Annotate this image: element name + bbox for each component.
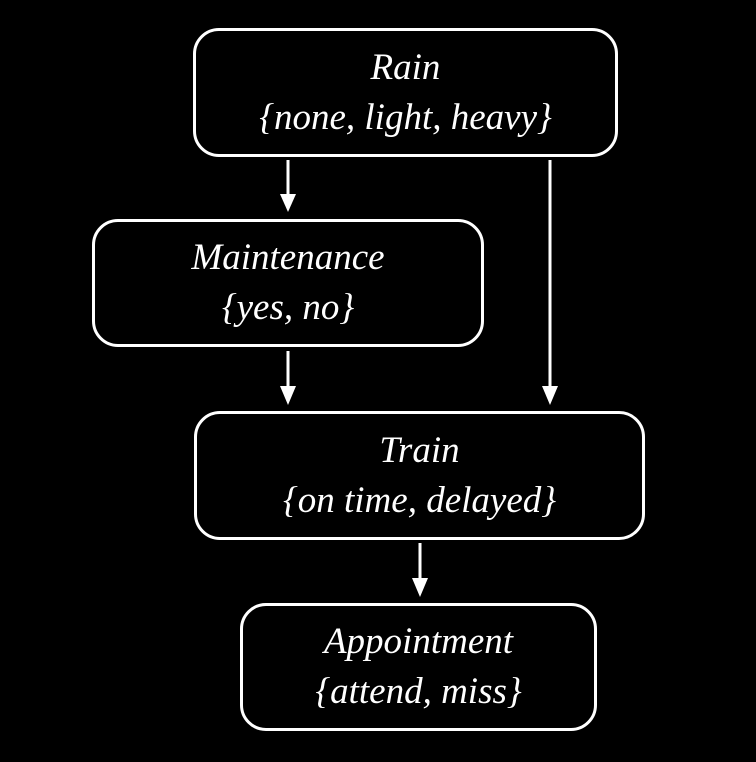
arrowhead-rain-to-maintenance (280, 194, 296, 212)
maintenance-node-name: Maintenance (191, 237, 385, 278)
train-node-name: Train (379, 429, 460, 471)
rain-node: Rain {none, light, heavy} (193, 28, 618, 157)
appointment-node: Appointment {attend, miss} (240, 603, 597, 731)
appointment-node-name: Appointment (323, 621, 514, 662)
rain-node-name: Rain (370, 46, 441, 88)
maintenance-node-values: {yes, no} (221, 287, 355, 328)
arrowhead-maintenance-to-train (280, 386, 296, 405)
rain-node-values: {none, light, heavy} (259, 96, 552, 138)
train-node-values: {on time, delayed} (282, 479, 557, 521)
arrowhead-rain-to-train (542, 386, 558, 405)
arrowhead-train-to-appointment (412, 578, 428, 597)
appointment-node-values: {attend, miss} (315, 671, 522, 712)
maintenance-node: Maintenance {yes, no} (92, 219, 484, 347)
train-node: Train {on time, delayed} (194, 411, 645, 540)
